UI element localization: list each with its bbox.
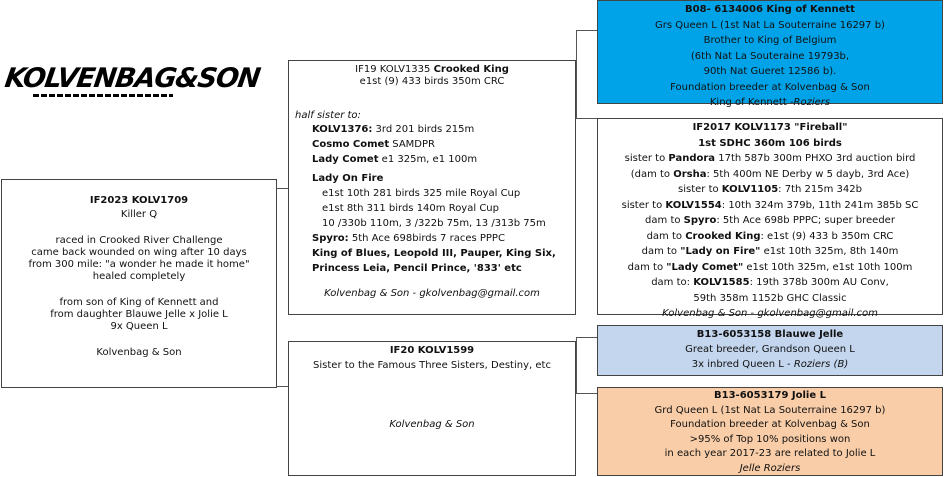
sibling-entry: KOLV1376: 3rd 201 birds 215m [312,124,475,135]
subject-story-line: from 300 mile: "a wonder he made it home… [28,259,250,270]
sire-subtitle: e1st (9) 433 birds 350m CRC [359,76,505,87]
subject-story-line: came back wounded on wing after 10 days [31,247,247,258]
lady-on-fire-name: Lady On Fire [312,173,384,184]
sibling-entry: Cosmo Comet SAMDPR [312,139,435,150]
sire-dam-row: dam to: KOLV1585: 19th 378b 300m AU Conv… [651,277,889,288]
lady-on-fire-result: 10 /330b 110m, 3 /322b 75m, 13 /313b 75m [322,218,546,229]
connector [277,386,288,387]
subject-story-line: raced in Crooked River Challenge [55,235,223,246]
connector [576,30,577,118]
sire-sire-line: (6th Nat La Souteraine 19793b, [690,50,850,62]
sire-dam-row: sister to KOLV1105: 7th 215m 342b [678,184,862,195]
sire-id: IF19 KOLV1335 [355,64,431,75]
sire-sire-line: Foundation breeder at Kolvenbag & Son [670,81,870,93]
sire-sire-box: B08- 6134006 King of Kennett Grs Queen L… [597,0,943,108]
connector [576,118,597,119]
lady-on-fire-result: e1st 8th 311 birds 140m Royal Cup [322,203,499,214]
sire-dam-row: sister to Pandora 17th 587b 300m PHXO 3r… [624,153,916,164]
dam-box: IF20 KOLV1599 Sister to the Famous Three… [288,341,576,476]
subject-breeding-line: from son of King of Kennett and [59,297,219,308]
dam-dam-footer: Jelle Roziers [739,462,801,474]
connector [576,393,597,394]
subject-breeding-line: 9x Queen L [110,321,168,332]
sire-dam-box: IF2017 KOLV1173 "Fireball" 1st SDHC 360m… [597,118,943,319]
logo-stripe [33,94,173,97]
sire-box: IF19 KOLV1335 Crooked King e1st (9) 433 … [288,60,576,315]
sire-dam-row: dam to Crooked King: e1st (9) 433 b 350m… [646,230,894,242]
sire-dam-row: dam to Spyro: 5th Ace 698b PPPC; super b… [645,215,895,226]
sire-footer: Kolvenbag & Son - gkolvenbag@gmail.com [324,288,540,299]
sire-dam-row: 59th 358m 1152b GHC Classic [693,292,847,304]
sire-sire-last-line: King of Kennett -Roziers [709,97,831,108]
dam-footer: Kolvenbag & Son [389,419,475,430]
subject-pigeon-box: IF2023 KOLV1709 Killer Q raced in Crooke… [1,179,277,388]
logo-text: KOLVENBAG&SON [2,63,262,94]
dam-subtitle: Sister to the Famous Three Sisters, Dest… [313,360,551,371]
sire-sire-line: 90th Nat Gueret 12586 b). [703,66,837,77]
dam-sire-box: B13-6053158 Blauwe Jelle Great breeder, … [597,325,943,376]
dam-dam-line: in each year 2017-23 are related to Joli… [664,448,876,459]
dam-title: IF20 KOLV1599 [389,345,475,356]
sire-dam-row: (dam to Orsha: 5th 400m NE Derby w 5 day… [630,168,910,180]
sire-dam-footer: Kolvenbag & Son - gkolvenbag@gmail.com [662,308,878,319]
connector [576,337,577,393]
sire-title: IF19 KOLV1335 Crooked King [295,64,569,76]
sire-sire-title: B08- 6134006 King of Kennett [685,4,855,15]
dam-sire-title: B13-6053158 Blauwe Jelle [696,329,844,340]
subject-footer: Kolvenbag & Son [96,347,182,358]
dam-dam-line: Foundation breeder at Kolvenbag & Son [670,419,870,430]
sire-sire-line: Brother to King of Belgium [703,35,837,46]
sibling-entry: Lady Comet e1 325m, e1 100m [312,154,478,165]
famous-siblings-line: Princess Leia, Pencil Prince, '833' etc [312,263,522,274]
sire-dam-title: IF2017 KOLV1173 "Fireball" [692,122,848,133]
connector [576,337,597,338]
subject-breeding-line: from daughter Blauwe Jelle x Jolie L [50,309,228,320]
dam-dam-line: >95% of Top 10% positions won [689,433,851,445]
sire-dam-subtitle: 1st SDHC 360m 106 birds [698,137,842,149]
sire-dam-row: sister to KOLV1554: 10th 324m 379b, 11th… [621,199,919,211]
subject-name: Killer Q [120,209,158,220]
subject-story-line: healed completely [92,271,186,282]
connector [576,30,597,31]
half-sister-label: half sister to: [295,110,361,121]
sire-name: Crooked King [433,64,509,75]
lady-on-fire-result: e1st 10th 281 birds 325 mile Royal Cup [322,188,521,199]
connector [277,188,288,189]
dam-dam-title: B13-6053179 Jolie L [714,390,826,401]
sire-dam-row: dam to "Lady Comet" e1st 10th 325m, e1st… [627,261,913,273]
dam-dam-line: Grd Queen L (1st Nat La Souterraine 1629… [654,404,886,416]
kolvenbag-logo: KOLVENBAG&SON [2,63,262,99]
dam-dam-box: B13-6053179 Jolie L Grd Queen L (1st Nat… [597,387,943,476]
sire-sire-line: Grs Queen L (1st Nat La Souterraine 1629… [655,19,885,31]
dam-sire-line: Great breeder, Grandson Queen L [685,344,855,355]
dam-sire-line: 3x inbred Queen L - Roziers (B) [691,359,849,370]
sire-dam-row: dam to "Lady on Fire" e1st 10th 325m, 8t… [641,246,899,257]
spyro-entry: Spyro: 5th Ace 698birds 7 races PPPC [312,233,505,244]
subject-id: IF2023 KOLV1709 [89,195,189,206]
famous-siblings-line: King of Blues, Leopold III, Pauper, King… [312,248,556,259]
